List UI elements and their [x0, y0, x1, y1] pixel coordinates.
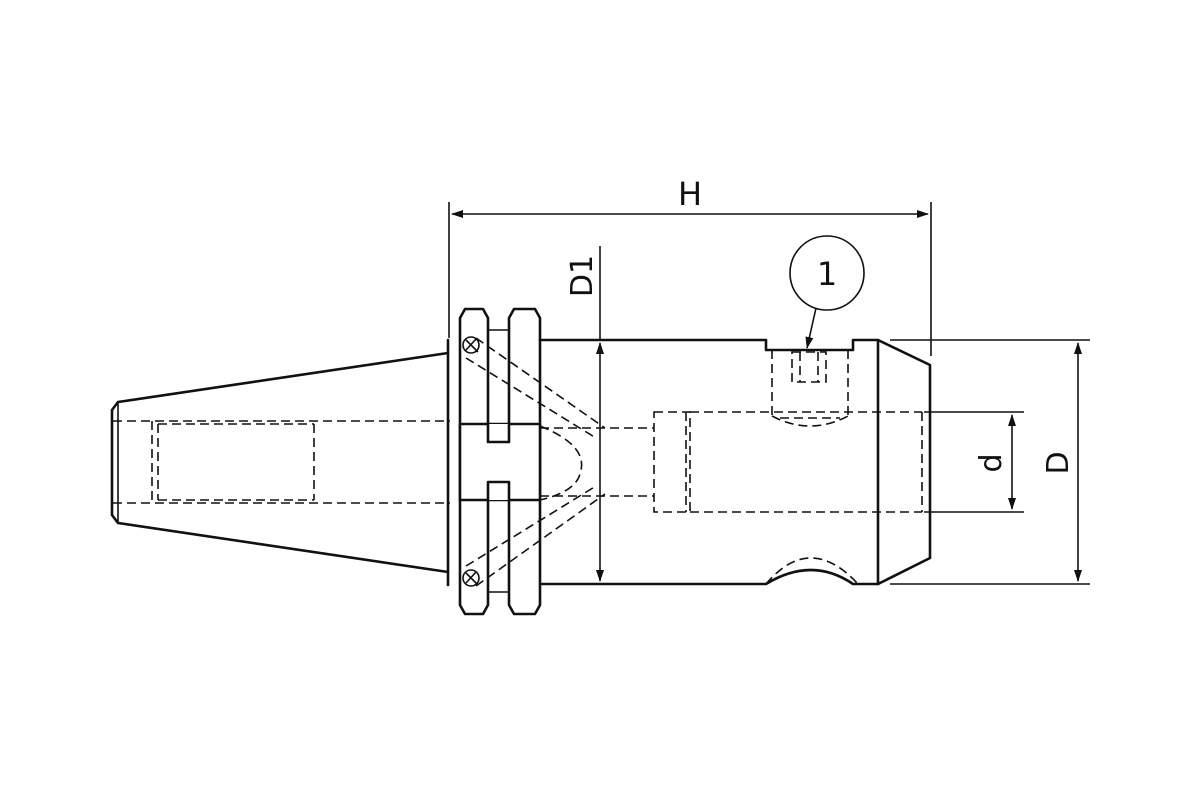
clamping-screw-hidden — [771, 350, 849, 427]
dimension-d1: D1 — [565, 246, 604, 582]
dimension-h: H — [448, 175, 932, 356]
dimension-d-small: d — [924, 411, 1024, 513]
taper-shank — [110, 351, 450, 574]
dimension-d-large: D — [890, 339, 1090, 585]
label-h: H — [678, 175, 702, 213]
label-d1: D1 — [565, 255, 600, 297]
flange-screw-bottom — [462, 569, 480, 587]
callout-1: 1 — [789, 235, 865, 349]
main-body — [538, 338, 932, 586]
body-bore-hidden — [540, 411, 923, 513]
flange-screw-top — [462, 336, 480, 354]
flange — [446, 307, 542, 616]
shank-bore-hidden — [113, 420, 450, 504]
label-d-large: D — [1041, 451, 1076, 474]
coolant-channels-hidden — [465, 337, 606, 587]
label-d-small: d — [974, 453, 1009, 472]
callout-1-label: 1 — [817, 255, 837, 293]
